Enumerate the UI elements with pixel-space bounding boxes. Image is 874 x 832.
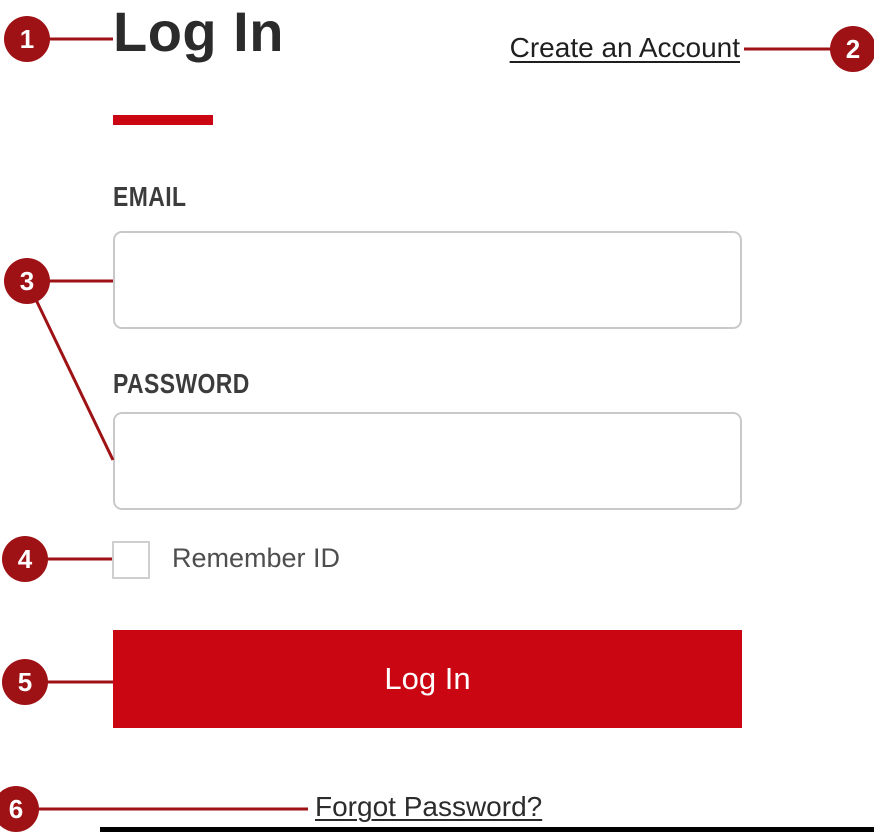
callout-badge-2: 2: [830, 26, 874, 72]
login-button[interactable]: Log In: [113, 630, 742, 728]
password-label: PASSWORD: [113, 368, 250, 399]
callout-badge-5: 5: [2, 659, 48, 705]
title-accent-bar: [113, 115, 213, 125]
connector-line-3b: [25, 280, 115, 461]
callout-badge-4: 4: [2, 536, 48, 582]
password-field[interactable]: [113, 412, 742, 510]
forgot-password-link[interactable]: Forgot Password?: [315, 791, 543, 822]
email-field[interactable]: [113, 231, 742, 329]
remember-id-checkbox[interactable]: [112, 541, 150, 579]
page-title: Log In: [113, 0, 284, 63]
bottom-edge-bar: [100, 827, 874, 832]
create-account-link[interactable]: Create an Account: [509, 32, 740, 63]
callout-badge-3: 3: [4, 258, 50, 304]
callout-badge-6: 6: [0, 786, 39, 832]
callout-badge-1: 1: [4, 16, 50, 62]
remember-id-label: Remember ID: [172, 543, 341, 573]
email-label: EMAIL: [113, 181, 187, 212]
